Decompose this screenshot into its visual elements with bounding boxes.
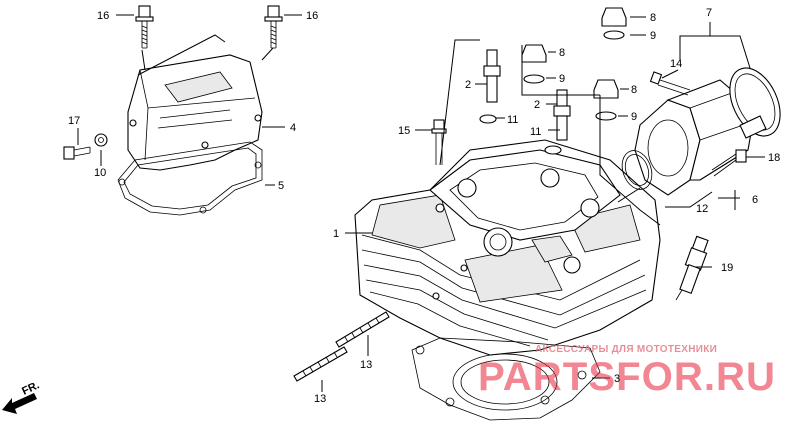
cylinder-head — [354, 139, 661, 356]
bolt-14 — [649, 71, 691, 96]
callout-15: 15 — [398, 125, 410, 137]
watermark: АКСЕССУАРЫ ДЛЯ МОТОТЕХНИКИ PARTSFOR.RU — [478, 344, 776, 399]
callout-17: 17 — [68, 115, 80, 127]
callout-16-left: 16 — [97, 10, 109, 22]
callout-19: 19 — [721, 262, 733, 274]
cover-bolt-left — [135, 5, 154, 49]
watermark-brand: PARTSFOR.RU — [478, 355, 776, 399]
valve-guide-upper — [479, 49, 501, 124]
hose-clamp-7 — [729, 67, 781, 139]
callout-8-top: 8 — [650, 12, 656, 24]
bolt-18 — [711, 149, 747, 177]
callout-11-lower: 11 — [530, 126, 541, 138]
watermark-tagline: АКСЕССУАРЫ ДЛЯ МОТОТЕХНИКИ — [535, 344, 717, 355]
leader-lines — [77, 14, 765, 392]
stud-bolt-lower — [293, 346, 348, 382]
cap-8-top — [601, 7, 627, 40]
callout-12: 12 — [696, 203, 708, 215]
callout-11-upper: 11 — [507, 114, 518, 126]
callout-2-upper: 2 — [465, 79, 471, 91]
washer-10 — [94, 133, 108, 147]
o-ring-12 — [621, 150, 653, 190]
cover-bolt-right — [264, 5, 283, 49]
front-arrow-icon — [2, 393, 37, 414]
callout-3: 3 — [614, 373, 620, 385]
head-bolt-15 — [431, 119, 447, 165]
callout-4: 4 — [290, 122, 296, 134]
callout-labels: 16 16 17 10 4 5 1 15 2 2 11 11 8 9 8 9 8… — [68, 7, 780, 405]
callout-16-right: 16 — [306, 10, 318, 22]
callout-13-upper: 13 — [360, 359, 372, 371]
callout-8-lower: 8 — [631, 84, 637, 96]
front-direction-indicator: FR. — [2, 379, 41, 414]
callout-9-top: 9 — [650, 30, 656, 42]
callout-9-middle: 9 — [559, 73, 565, 85]
callout-6: 6 — [752, 194, 758, 206]
callout-5: 5 — [278, 180, 284, 192]
cover-gasket — [117, 141, 263, 216]
callout-2-lower: 2 — [534, 99, 540, 111]
callout-9-lower: 9 — [631, 111, 637, 123]
front-label: FR. — [20, 379, 41, 397]
callout-18: 18 — [768, 152, 780, 164]
valve-guide-lower — [544, 89, 571, 155]
cylinder-head-cover — [127, 54, 263, 171]
cap-8-lower — [593, 79, 619, 121]
callout-7: 7 — [706, 7, 712, 19]
callout-8-middle: 8 — [559, 47, 565, 59]
callout-14: 14 — [670, 58, 682, 70]
head-gasket — [411, 337, 601, 421]
cap-8-middle — [521, 44, 547, 84]
callout-13-lower: 13 — [314, 393, 326, 405]
cover-bolt-17 — [63, 146, 91, 160]
spark-plug — [675, 235, 709, 301]
callout-1: 1 — [333, 228, 339, 240]
stud-bolt-upper — [335, 311, 390, 348]
callout-10: 10 — [94, 167, 106, 179]
